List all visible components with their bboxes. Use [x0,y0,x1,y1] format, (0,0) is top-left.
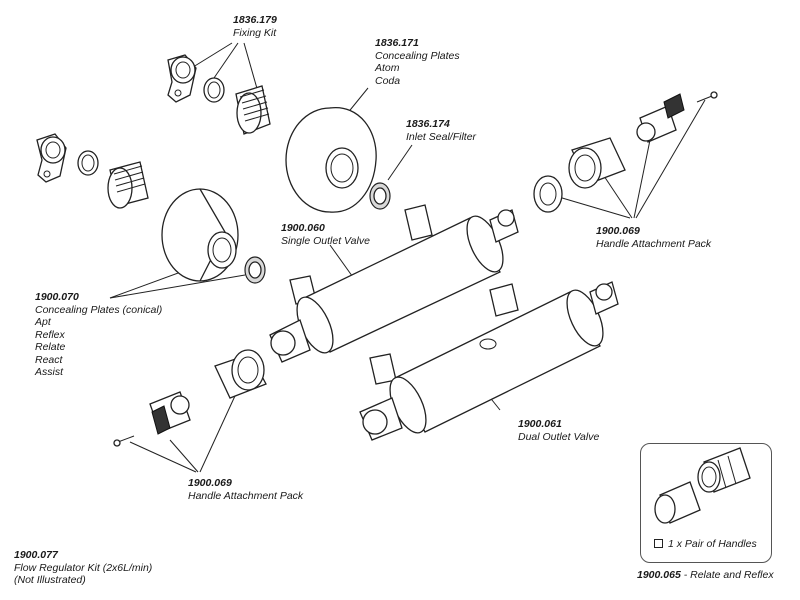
label-handle-pack-right: 1900.069 Handle Attachment Pack [596,225,711,250]
part-name: Inlet Seal/Filter [406,130,477,143]
part-variant: Apt [35,316,51,328]
handle-pack-left-screw [113,435,135,447]
part-variant: Coda [375,74,401,87]
label-single-outlet-valve: 1900.060 Single Outlet Valve [281,222,370,247]
concealing-plate-conical [161,188,239,282]
inset-note-text: 1 x Pair of Handles [668,538,757,550]
fixing-kit-ring-top [203,77,225,103]
handle-pack-left-spindle [149,391,191,435]
fixing-kit-ring-left [77,150,99,176]
label-concealing-plates: 1836.171 Concealing Plates Atom Coda [375,37,460,87]
fixing-kit-threaded-sleeve-top [235,85,271,135]
inset-handle-cap [654,481,701,524]
label-inlet-seal: 1836.174 Inlet Seal/Filter [406,118,476,143]
label-fixing-kit: 1836.179 Fixing Kit [233,14,277,39]
part-name: Handle Attachment Pack [596,237,712,250]
part-code: 1900.069 [188,477,232,489]
part-variant: React [35,353,63,366]
part-name: Dual Outlet Valve [518,430,600,443]
handle-pack-right-screw [696,91,718,103]
part-code: 1836.179 [233,14,277,26]
handle-pack-right-spindle [636,93,685,143]
inset-note: 1 x Pair of Handles [654,538,757,550]
part-code: 1900.060 [281,222,325,234]
handles-inset-box [640,443,772,563]
part-name: Fixing Kit [233,26,277,39]
handle-pack-right-ring [533,175,563,213]
dual-outlet-valve [359,281,619,441]
single-outlet-valve [269,204,519,363]
part-variant: Relate [35,341,66,353]
part-code: 1900.061 [518,418,562,430]
part-code: 1900.077 [14,549,58,561]
handle-pack-right-adapter [568,137,626,189]
fixing-kit-bracket-top [167,54,197,103]
part-name: Single Outlet Valve [281,234,370,247]
inset-caption-text: - Relate and Reflex [680,569,774,581]
part-variant: Assist [35,366,64,378]
leader-lines [109,42,706,473]
inset-handle-sleeve [697,447,751,493]
handle-pack-left-adapter [214,349,267,399]
inset-caption: 1900.065 - Relate and Reflex [637,569,774,581]
part-code: 1900.070 [35,291,79,303]
label-flow-regulator: 1900.077 Flow Regulator Kit (2x6L/min) (… [14,549,152,587]
part-name: Handle Attachment Pack [188,489,304,502]
part-name: Concealing Plates (conical) [35,303,163,316]
label-conical-plates: 1900.070 Concealing Plates (conical) Apt… [35,291,162,379]
part-code: 1836.174 [406,118,450,130]
concealing-plate-round [285,107,377,213]
part-code: 1900.069 [596,225,640,237]
fixing-kit-bracket-left [36,133,67,183]
part-variant: Reflex [35,328,65,341]
part-variant: Atom [375,62,400,74]
part-name: Flow Regulator Kit (2x6L/min) [14,561,153,574]
part-code: 1836.171 [375,37,419,49]
part-note: (Not Illustrated) [14,574,86,586]
inset-caption-code: 1900.065 [637,569,681,581]
checkbox-icon [654,539,663,548]
fixing-kit-threaded-sleeve-left [107,161,149,209]
part-name: Concealing Plates [375,49,460,62]
label-handle-pack-left: 1900.069 Handle Attachment Pack [188,477,303,502]
inlet-seal-filter-left [244,256,266,284]
inlet-seal-filter-top [369,182,391,210]
label-dual-outlet-valve: 1900.061 Dual Outlet Valve [518,418,599,443]
